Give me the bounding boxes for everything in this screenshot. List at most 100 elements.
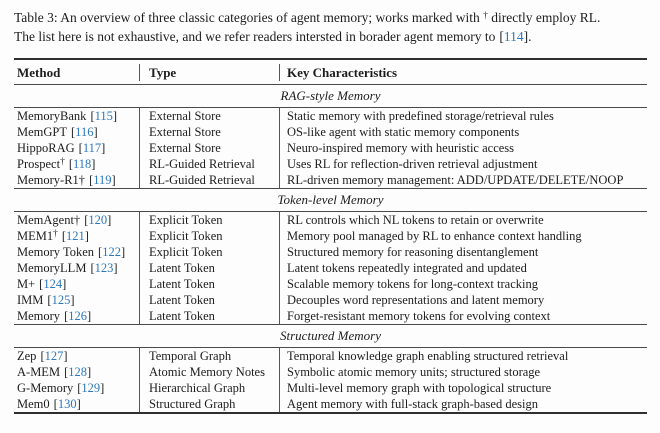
citation-link[interactable]: 128 (64, 365, 91, 379)
table-row: Memory Token122 Explicit Token Structure… (14, 244, 647, 260)
method-name: A-MEM (17, 365, 61, 379)
characteristics-cell: Uses RL for reflection-driven retrieval … (279, 156, 647, 172)
method-name: MemoryLLM (17, 261, 87, 275)
type-cell: Explicit Token (139, 212, 279, 228)
method-name: MEM1 (17, 229, 54, 243)
citation-link[interactable]: 125 (47, 293, 74, 307)
table-row: MemoryLLM123 Latent Token Latent tokens … (14, 260, 647, 276)
section-title-rag-style-memory: RAG-style Memory (280, 88, 381, 103)
header-type: Type (139, 64, 279, 81)
characteristics-cell: Multi-level memory graph with topologica… (279, 380, 647, 396)
citation-link[interactable]: 121 (62, 229, 89, 243)
citation-number: 124 (43, 277, 63, 291)
citation-number: 127 (44, 349, 64, 363)
table-row: Memory126 Latent Token Forget-resistant … (14, 308, 647, 324)
table-row: MemAgent† 120 Explicit Token RL controls … (14, 212, 647, 228)
rule (14, 347, 647, 348)
type-cell: External Store (139, 140, 279, 156)
citation-link[interactable]: 114 (499, 29, 528, 44)
method-cell: A-MEM 128 (14, 364, 139, 380)
type-cell: Latent Token (139, 260, 279, 276)
characteristics-cell: Structured memory for reasoning disentan… (279, 244, 647, 260)
table-top-rule (14, 58, 647, 60)
citation-number: 128 (68, 365, 87, 379)
method-name: MemAgent† (17, 213, 81, 227)
citation-number: 117 (82, 141, 102, 155)
rule (14, 84, 647, 85)
method-cell: HippoRAG117 (14, 140, 139, 156)
citation-link[interactable]: 117 (79, 141, 106, 155)
characteristics-cell: Symbolic atomic memory units; structured… (279, 364, 647, 380)
table-row: HippoRAG117 External Store Neuro-inspire… (14, 140, 647, 156)
characteristics-cell: Latent tokens repeatedly integrated and … (279, 260, 647, 276)
method-cell: M+ 124 (14, 276, 139, 292)
type-cell: Explicit Token (139, 228, 279, 244)
characteristics-cell: Scalable memory tokens for long-context … (279, 276, 647, 292)
citation-link[interactable]: 119 (89, 173, 116, 187)
caption-text-after-dagger: directly employ RL. (487, 10, 601, 25)
citation-link[interactable]: 115 (90, 109, 117, 123)
method-cell: G-Memory129 (14, 380, 139, 396)
table-row: Mem0130 Structured Graph Agent memory wi… (14, 396, 647, 412)
citation-number: 129 (81, 381, 101, 395)
citation-number: 120 (88, 213, 108, 227)
method-name: M+ (17, 277, 36, 291)
table-row: G-Memory129 Hierarchical Graph Multi-lev… (14, 380, 647, 396)
citation-link[interactable]: 116 (71, 125, 98, 139)
table-row: MemoryBank 115 External Store Static memo… (14, 108, 647, 124)
type-cell: External Store (139, 108, 279, 124)
citation-number: 118 (72, 157, 92, 171)
citation-link[interactable]: 118 (69, 157, 96, 171)
citation-link[interactable]: 124 (39, 277, 66, 291)
method-cell: MemoryBank 115 (14, 108, 139, 124)
section-title-structured-memory: Structured Memory (280, 328, 381, 343)
dagger-mark: † (53, 228, 58, 239)
method-cell: MemGPT 116 (14, 124, 139, 140)
caption-period: . (528, 29, 532, 44)
method-name: Memory Token (17, 245, 95, 259)
rule (14, 188, 647, 189)
table-bottom-rule (14, 412, 647, 414)
caption-line-1: Table 3: An overview of three classic ca… (14, 8, 648, 27)
rule (14, 324, 647, 325)
citation-number: 130 (57, 397, 77, 411)
citation-number: 126 (68, 309, 87, 323)
rule (14, 107, 647, 108)
characteristics-cell: Static memory with predefined storage/re… (279, 108, 647, 124)
type-cell: Structured Graph (139, 396, 279, 412)
method-cell: Memory-R1†119 (14, 172, 139, 188)
type-cell: Latent Token (139, 308, 279, 324)
citation-link[interactable]: 123 (90, 261, 117, 275)
type-cell: Atomic Memory Notes (139, 364, 279, 380)
type-cell: RL-Guided Retrieval (139, 172, 279, 188)
characteristics-cell: Agent memory with full-stack graph-based… (279, 396, 647, 412)
method-name: MemGPT (17, 125, 67, 139)
method-cell: Memory126 (14, 308, 139, 324)
method-name: MemoryBank (17, 109, 87, 123)
table-row: A-MEM 128 Atomic Memory Notes Symbolic at… (14, 364, 647, 380)
citation-link[interactable]: 126 (64, 309, 91, 323)
citation-link[interactable]: 122 (98, 245, 125, 259)
method-name: IMM (17, 293, 44, 307)
citation-link[interactable]: 127 (40, 349, 67, 363)
characteristics-cell: RL controls which NL tokens to retain or… (279, 212, 647, 228)
characteristics-cell: Forget-resistant memory tokens for evolv… (279, 308, 647, 324)
method-cell: Mem0130 (14, 396, 139, 412)
caption-line-2: The list here is not exhaustive, and we … (14, 27, 648, 46)
type-cell: Hierarchical Graph (139, 380, 279, 396)
type-cell: Latent Token (139, 292, 279, 308)
section-title-token-level-memory: Token-level Memory (277, 192, 384, 207)
citation-link[interactable]: 120 (84, 213, 111, 227)
header-key-characteristics: Key Characteristics (279, 64, 647, 81)
type-cell: External Store (139, 124, 279, 140)
method-cell: IMM125 (14, 292, 139, 308)
type-cell: Latent Token (139, 276, 279, 292)
citation-number: 115 (94, 109, 113, 123)
characteristics-cell: Memory pool managed by RL to enhance con… (279, 228, 647, 244)
paper-page: Table 3: An overview of three classic ca… (0, 8, 660, 414)
memory-table: Method Type Key Characteristics RAG-styl… (14, 58, 647, 414)
citation-number: 122 (102, 245, 121, 259)
citation-link[interactable]: 129 (77, 381, 104, 395)
citation-link[interactable]: 130 (54, 397, 81, 411)
table-caption: Table 3: An overview of three classic ca… (14, 8, 648, 46)
